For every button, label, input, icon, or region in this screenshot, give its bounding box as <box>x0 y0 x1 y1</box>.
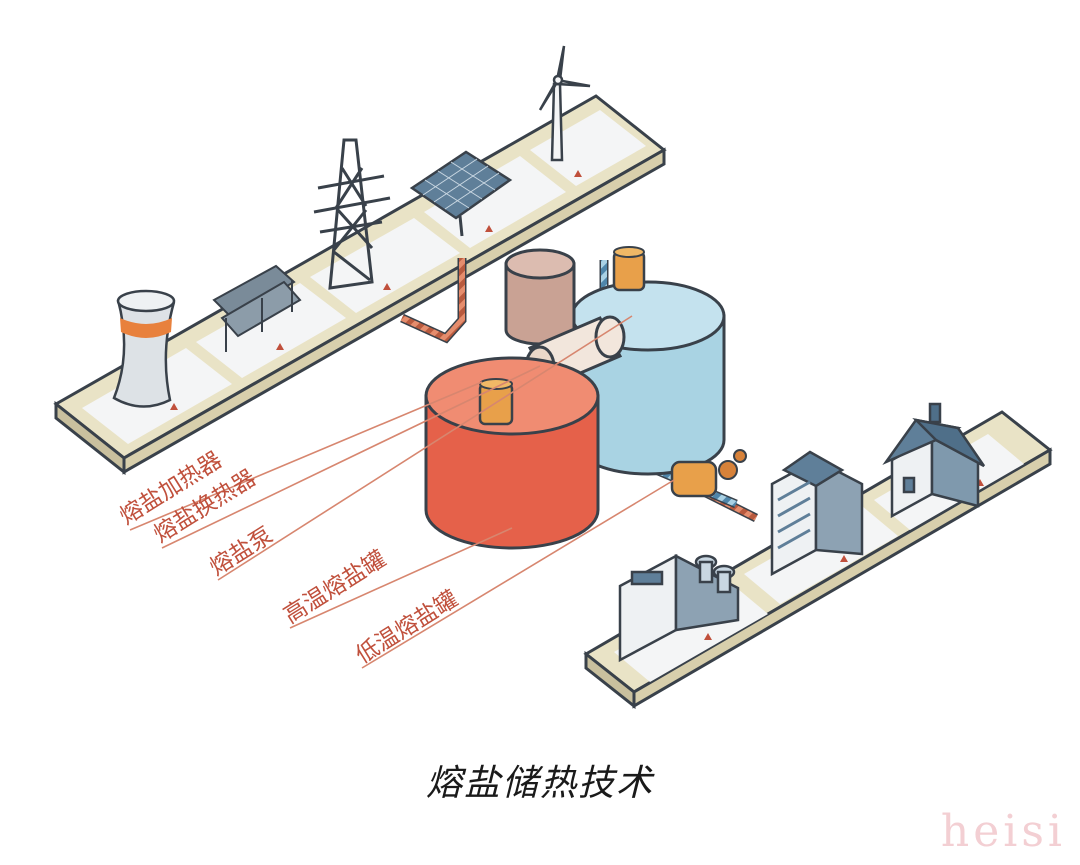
solar-panel-icon <box>409 150 513 237</box>
watermark: heisi <box>940 806 1066 857</box>
office-building-icon <box>770 450 864 577</box>
power-pylon-icon <box>313 138 391 290</box>
label-pump: 熔盐泵 <box>205 522 277 581</box>
callout-lines <box>129 315 675 669</box>
solar-trough-icon <box>212 264 302 352</box>
cold-tank-pump-icon <box>612 246 646 292</box>
main-pump-icon <box>670 449 747 498</box>
diagram-caption: 熔盐储热技术 <box>425 763 654 804</box>
factory-icon <box>618 553 740 663</box>
wind-turbine-icon <box>538 45 591 162</box>
hot-tank-pump-icon <box>478 378 514 426</box>
heater-tank <box>504 248 576 346</box>
label-hot-tank: 高温熔盐罐 <box>279 546 390 629</box>
cooling-tower-icon <box>112 289 176 408</box>
label-cold-tank: 低温熔盐罐 <box>351 586 462 669</box>
house-icon <box>882 402 986 519</box>
